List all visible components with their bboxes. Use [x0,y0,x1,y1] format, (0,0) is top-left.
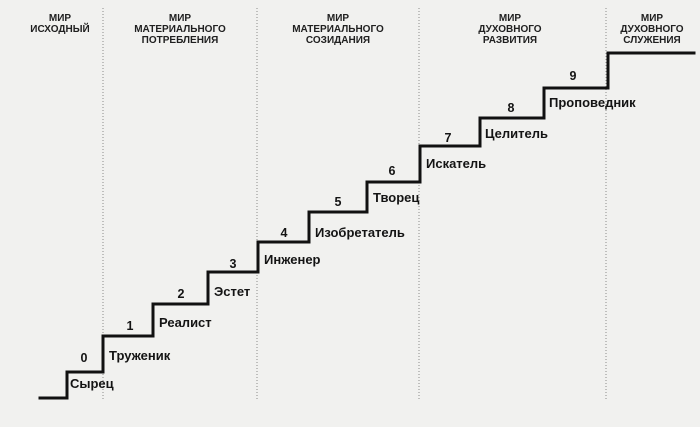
step-label: Сырец [70,376,114,391]
step-number: 8 [508,101,515,115]
step-label: Искатель [426,156,486,171]
step-number: 1 [127,319,134,333]
step-number: 3 [230,257,237,271]
step-number: 9 [570,69,577,83]
world-title-line: ДУХОВНОГО [620,24,683,35]
world-title-line: МИР [641,13,664,24]
step-number: 0 [81,351,88,365]
step-number: 5 [335,195,342,209]
step-numbers: 0 1 2 3 4 5 6 7 8 9 [81,69,577,365]
step-number: 7 [445,131,452,145]
step-label: Инженер [264,252,321,267]
staircase-line [38,51,696,400]
world-title-line: ДУХОВНОГО [478,24,541,35]
world-title-line: СЛУЖЕНИЯ [623,35,681,46]
world-title-line: МИР [169,13,192,24]
world-title-line: МАТЕРИАЛЬНОГО [292,24,384,35]
world-dividers [102,8,607,400]
step-label: Изобретатель [315,225,405,240]
step-number: 4 [281,226,288,240]
world-title-line: МИР [327,13,350,24]
step-label: Эстет [214,284,250,299]
world-title-line: МИР [49,13,72,24]
step-label: Целитель [485,126,548,141]
step-label: Проповедник [549,95,636,110]
world-title-line: ПОТРЕБЛЕНИЯ [142,35,219,46]
step-label: Творец [373,190,419,205]
world-title-line: МИР [499,13,522,24]
step-label: Реалист [159,315,212,330]
step-number: 2 [178,287,185,301]
world-title-line: ИСХОДНЫЙ [30,22,89,35]
step-label: Труженик [109,348,171,363]
world-title-line: СОЗИДАНИЯ [306,35,370,46]
world-title-line: РАЗВИТИЯ [483,35,537,46]
world-title-line: МАТЕРИАЛЬНОГО [134,24,226,35]
step-labels: Сырец Труженик Реалист Эстет Инженер Изобрета… [70,95,636,391]
step-number: 6 [389,164,396,178]
